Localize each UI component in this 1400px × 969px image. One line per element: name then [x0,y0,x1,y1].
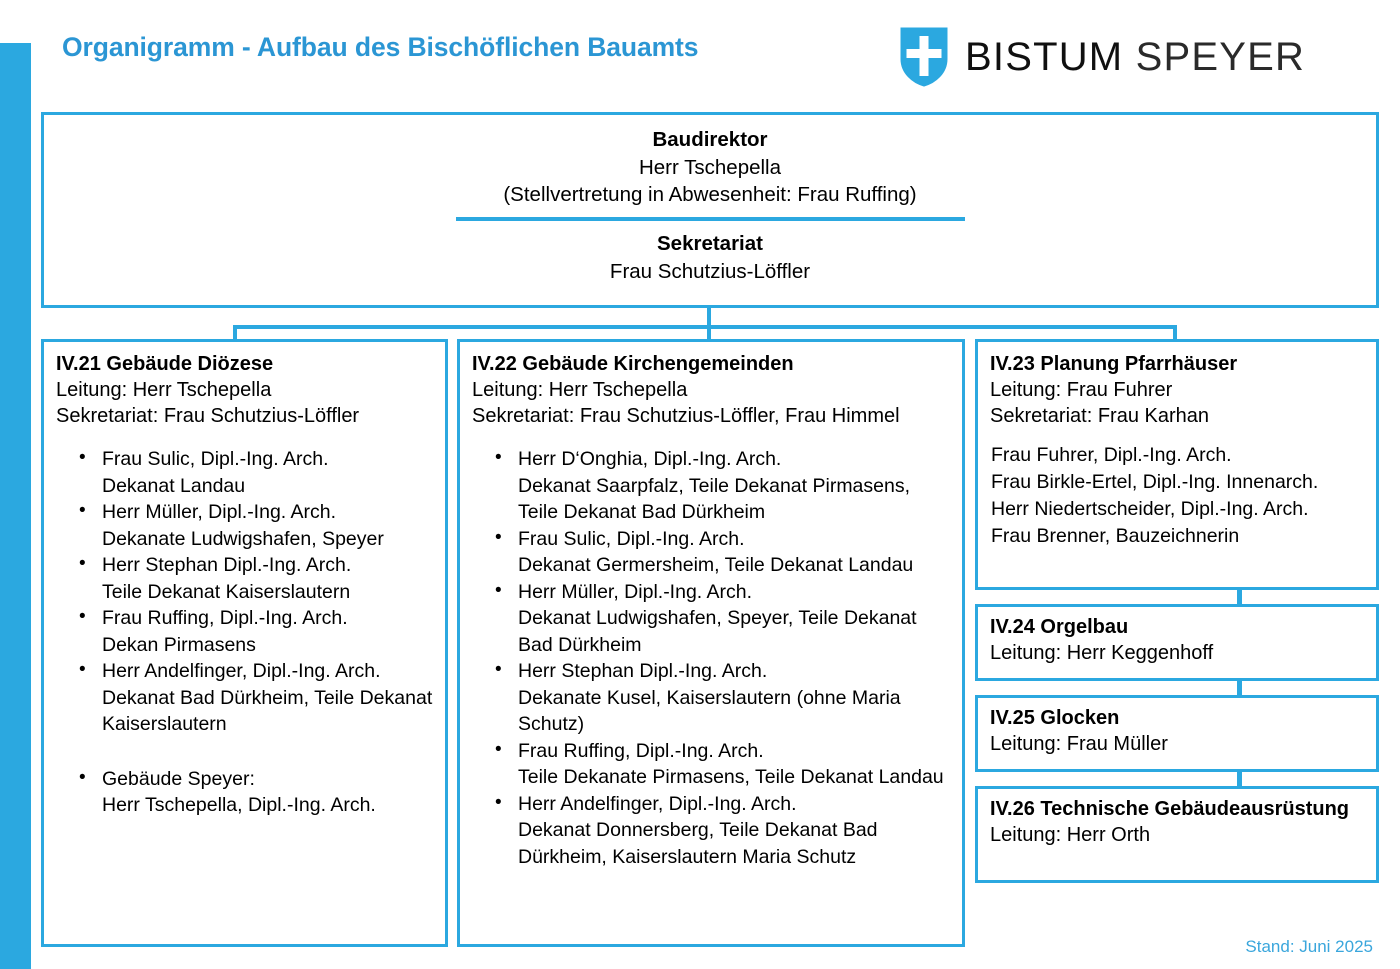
person-name: Frau Ruffing, Dipl.-Ing. Arch. [102,607,348,630]
list-item: Frau Sulic, Dipl.-Ing. Arch. Dekanat Lan… [78,445,435,499]
list-item: Gebäude Speyer: Herr Tschepella, Dipl.-I… [78,765,435,819]
unit-sekretariat-iv23: Sekretariat: Frau Karhan [990,405,1209,427]
list-item: Herr Andelfinger, Dipl.-Ing. Arch. Dekan… [494,790,952,871]
unit-leitung-iv25: Leitung: Frau Müller [990,733,1168,755]
unit-sekretariat-iv21: Sekretariat: Frau Schutzius-Löffler [56,405,360,427]
person-name: Herr D‘Onghia, Dipl.-Ing. Arch. [518,448,782,470]
list-item: Herr D‘Onghia, Dipl.-Ing. Arch. Dekanat … [494,445,952,526]
unit-title-iv25: IV.25 Glocken [990,707,1120,729]
list-item: Herr Müller, Dipl.-Ing. Arch. Dekanat Lu… [494,578,952,659]
baudirektor-deputy: (Stellvertretung in Abwesenheit: Frau Ru… [503,183,917,207]
unit-leitung-iv26: Leitung: Herr Orth [990,824,1151,846]
unit-leitung-iv24: Leitung: Herr Keggenhoff [990,642,1214,664]
person-name: Herr Andelfinger, Dipl.-Ing. Arch. [518,792,797,815]
person-detail: Dekanat Ludwigshafen, Speyer, Teile Deka… [518,607,917,656]
person-detail: Dekanat Saarpfalz, Teile Dekanat Pirmase… [518,474,911,524]
person-name: Herr Müller, Dipl.-Ing. Arch. [518,580,753,603]
unit-box-iv24: IV.24 Orgelbau Leitung: Herr Keggenhoff [975,604,1379,681]
unit-box-iv22: IV.22 Gebäude Kirchengemeinden Leitung: … [457,339,965,947]
connector-to-iv24 [1237,589,1242,605]
staff-row: Herr Niedertscheider, Dipl.-Ing. Arch. [991,497,1309,520]
person-name: Frau Sulic, Dipl.-Ing. Arch. [102,448,329,470]
unit-sekretariat-iv22: Sekretariat: Frau Schutzius-Löffler, Fra… [472,405,900,427]
person-detail: Teile Dekanat Kaiserslautern [102,580,351,603]
connector-to-iv22 [707,325,711,340]
list-item: Herr Müller, Dipl.-Ing. Arch. Dekanate L… [78,498,435,552]
sekretariat-name: Frau Schutzius-Löffler [609,259,811,283]
person-name: Frau Sulic, Dipl.-Ing. Arch. [518,527,745,550]
unit-title-iv24: IV.24 Orgelbau [990,616,1129,638]
logo-bistum: BISTUM [965,35,1124,79]
staff-row: Frau Birkle-Ertel, Dipl.-Ing. Innenarch. [991,470,1319,493]
left-accent-bar [0,43,31,969]
unit-title-iv21: IV.21 Gebäude Diözese [56,353,274,375]
unit-leitung-iv23: Leitung: Frau Fuhrer [990,379,1173,401]
top-box-divider [455,217,965,222]
unit-leitung-iv21: Leitung: Herr Tschepella [56,379,272,401]
person-detail: Dekanat Donnersberg, Teile Dekanat Bad D… [518,819,878,868]
people-list-iv21: Frau Sulic, Dipl.-Ing. Arch. Dekanat Lan… [56,445,435,819]
shield-cross-icon [900,27,948,87]
list-item: Herr Stephan Dipl.-Ing. Arch. Dekanate K… [494,657,952,738]
list-item: Frau Ruffing, Dipl.-Ing. Arch. Dekan Pir… [78,604,435,658]
unit-title-iv23: IV.23 Planung Pfarrhäuser [990,353,1238,375]
list-item: Frau Ruffing, Dipl.-Ing. Arch. Teile Dek… [494,737,952,791]
unit-leitung-iv22: Leitung: Herr Tschepella [472,379,688,401]
people-list-iv22: Herr D‘Onghia, Dipl.-Ing. Arch. Dekanat … [472,445,952,871]
person-detail: Herr Tschepella, Dipl.-Ing. Arch. [102,794,376,817]
unit-title-iv22: IV.22 Gebäude Kirchengemeinden [472,353,794,375]
baudirektor-box: Baudirektor Herr Tschepella (Stellvertre… [41,112,1379,308]
page-title: Organigramm - Aufbau des Bischöflichen B… [62,32,699,62]
connector-horizontal-bus [233,325,1177,329]
staff-list-iv23: Frau Fuhrer, Dipl.-Ing. Arch. Frau Birkl… [990,442,1366,550]
person-name: Herr Müller, Dipl.-Ing. Arch. [102,501,337,524]
person-detail: Dekanate Ludwigshafen, Speyer [102,527,384,550]
unit-box-iv25: IV.25 Glocken Leitung: Frau Müller [975,695,1379,772]
unit-box-iv23: IV.23 Planung Pfarrhäuser Leitung: Frau … [975,339,1379,590]
connector-to-iv21 [233,325,237,340]
stand-note: Stand: Juni 2025 [1245,937,1373,956]
bistum-speyer-logo: BISTUM SPEYER [900,26,1305,88]
unit-box-iv26: IV.26 Technische Gebäudeausrüstung Leitu… [975,786,1379,883]
staff-row: Frau Brenner, Bauzeichnerin [991,524,1240,547]
person-name: Herr Stephan Dipl.-Ing. Arch. [102,554,352,577]
person-detail: Dekanat Bad Dürkheim, Teile Dekanat Kais… [102,686,433,736]
person-detail: Dekanate Kusel, Kaiserslautern (ohne Mar… [518,686,901,736]
person-detail: Dekanat Landau [102,474,246,497]
list-item: Frau Sulic, Dipl.-Ing. Arch. Dekanat Ger… [494,525,952,579]
baudirektor-title: Baudirektor [652,128,768,151]
person-detail: Teile Dekanate Pirmasens, Teile Dekanat … [518,766,944,789]
person-name: Gebäude Speyer: [102,767,255,790]
staff-row: Frau Fuhrer, Dipl.-Ing. Arch. [991,444,1232,466]
connector-top-stem [707,308,711,327]
baudirektor-name: Herr Tschepella [638,155,782,179]
unit-box-iv21: IV.21 Gebäude Diözese Leitung: Herr Tsch… [41,339,448,947]
person-detail: Dekanat Germersheim, Teile Dekanat Landa… [518,554,914,577]
logo-speyer: SPEYER [1135,35,1306,79]
person-name: Frau Ruffing, Dipl.-Ing. Arch. [518,739,764,762]
logo-wordmark: BISTUM SPEYER [965,37,1305,77]
person-detail: Dekan Pirmasens [102,633,256,656]
list-item: Herr Stephan Dipl.-Ing. Arch. Teile Deka… [78,551,435,605]
sekretariat-title: Sekretariat [657,232,763,256]
connector-to-iv26 [1237,771,1242,787]
unit-title-iv26: IV.26 Technische Gebäudeausrüstung [990,798,1350,820]
person-name: Herr Stephan Dipl.-Ing. Arch. [518,660,768,683]
connector-to-iv25 [1237,680,1242,696]
connector-to-iv23 [1173,325,1177,340]
list-item: Herr Andelfinger, Dipl.-Ing. Arch. Dekan… [78,657,435,738]
person-name: Herr Andelfinger, Dipl.-Ing. Arch. [102,660,381,683]
